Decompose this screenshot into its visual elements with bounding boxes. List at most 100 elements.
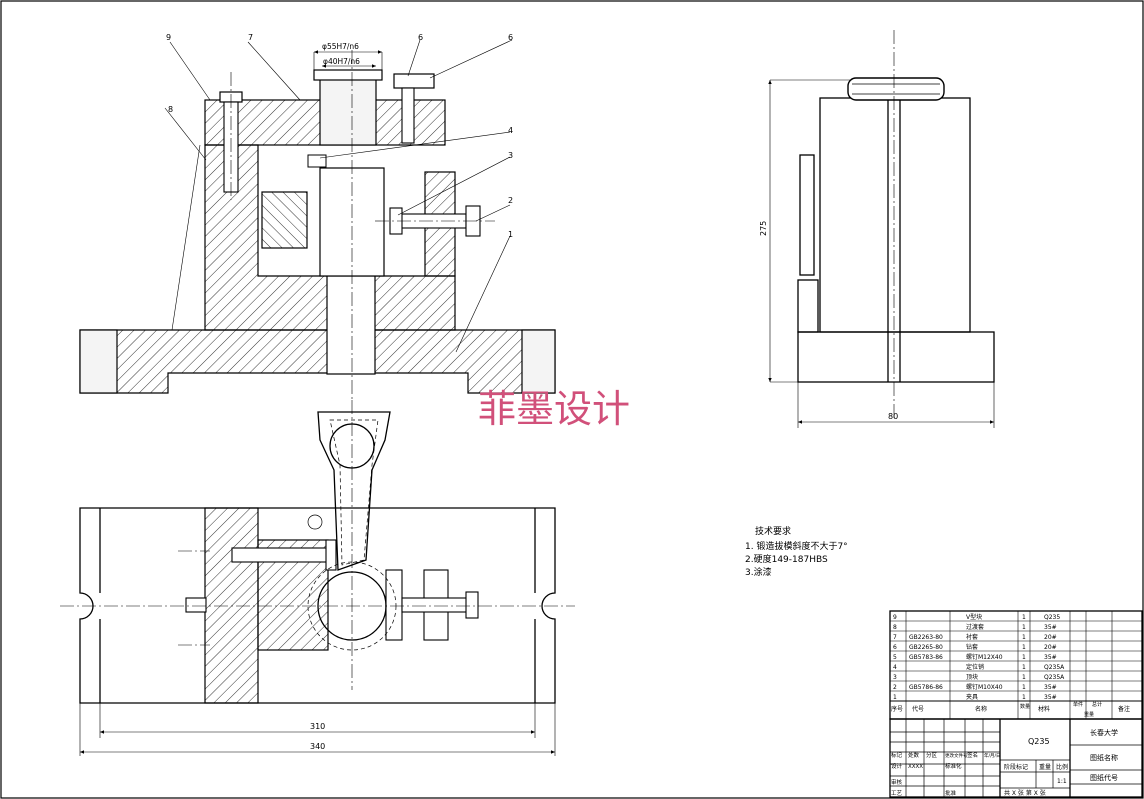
bom-cell-material: Q235: [1044, 614, 1060, 621]
bom-h-no: 序号: [891, 705, 903, 713]
bom-cell-qty: 1: [1022, 674, 1026, 681]
bom-h-remark: 备注: [1118, 705, 1130, 713]
bom-cell-qty: 1: [1022, 634, 1026, 641]
technical-requirements: 技术要求 1. 锻造拔模斜度不大于7° 2.硬度149-187HBS 3.涂漆: [745, 525, 848, 578]
balloon-1: 1: [508, 230, 513, 239]
bom-cell-qty: 1: [1022, 694, 1026, 701]
bom-cell-no: 4: [893, 664, 897, 671]
bom-h-weight: 重量: [1084, 711, 1094, 718]
tb-row-label-2: 分区: [926, 751, 938, 759]
tb-drawing-name: 图纸名称: [1090, 753, 1118, 762]
title-block: Q235 长春大学 图纸名称 图纸代号 阶段标记 重量 比例 1:1 共 X 张…: [889, 718, 1143, 798]
tb-process: 工艺: [891, 790, 903, 797]
bom-h-code: 代号: [912, 705, 924, 713]
tb-drawing-code: 图纸代号: [1090, 773, 1118, 782]
front-section-view: [79, 50, 556, 400]
dim-310: 310: [310, 722, 325, 731]
tb-designer-label: 设计: [891, 762, 903, 770]
bom-cell-material: 35#: [1044, 654, 1057, 661]
balloon-7: 7: [248, 33, 253, 42]
bom-cell-code: GB2263-80: [909, 634, 943, 641]
side-view: 275 80: [759, 30, 995, 428]
bom-h-material: 材料: [1038, 705, 1050, 713]
bom-cell-qty: 1: [1022, 614, 1026, 621]
bom-cell-code: GB5783-86: [909, 654, 943, 661]
bom-cell-name: 螺钉M10X40: [966, 683, 1003, 691]
tb-row-label-4: 签名: [967, 751, 978, 759]
tb-standardization: 标准化: [945, 762, 962, 770]
bom-cell-code: GB2265-80: [909, 644, 943, 651]
bom-cell-qty: 1: [1022, 654, 1026, 661]
tb-designer-value: XXXX: [908, 764, 923, 770]
balloon-3: 3: [508, 151, 513, 160]
bom-cell-name: V型块: [966, 613, 982, 621]
bom-row: 8 过渡套 1 35#: [893, 623, 1057, 631]
tech-req-item-2: 2.硬度149-187HBS: [745, 553, 828, 565]
bom-cell-no: 7: [893, 634, 897, 641]
bom-cell-name: 顶块: [966, 673, 978, 681]
bom-h-qty: 数量: [1020, 703, 1030, 710]
bom-cell-code: GB5786-86: [909, 684, 943, 691]
watermark-text: 菲墨设计: [478, 387, 630, 431]
bom-cell-no: 5: [893, 654, 897, 661]
bom-cell-name: 钻套: [966, 643, 978, 651]
bom-cell-name: 过渡套: [966, 623, 984, 631]
tb-sheet-info: 共 X 张 第 X 张: [1004, 789, 1046, 797]
plan-view: 310 340: [60, 400, 575, 756]
bom-h-name: 名称: [975, 705, 987, 713]
bom-cell-no: 6: [893, 644, 897, 651]
balloon-6a: 6: [418, 33, 423, 42]
bom-h-total: 总计: [1092, 701, 1102, 708]
bom-cell-no: 9: [893, 614, 897, 621]
tb-weight: 重量: [1039, 763, 1051, 771]
bom-cell-no: 2: [893, 684, 897, 691]
balloon-4: 4: [508, 126, 513, 135]
bom-cell-no: 8: [893, 624, 897, 631]
bom-cell-name: 螺钉M12X40: [966, 653, 1003, 661]
bom-h-unit: 单件: [1073, 701, 1083, 708]
bom-header: 序号 代号 名称 数量 材料 单件 总计 重量 备注: [891, 701, 1130, 718]
part-balloons: 9 8 7 6 6 4 3 2 1: [164, 33, 513, 353]
bom-cell-name: 定位销: [966, 663, 984, 671]
tb-row-label-0: 标记: [891, 751, 903, 759]
dim-d40: φ40H7/n6: [323, 57, 360, 66]
bom-cell-qty: 1: [1022, 644, 1026, 651]
tb-approve: 批准: [945, 789, 957, 797]
bom-cell-qty: 1: [1022, 624, 1026, 631]
bom-cell-material: 20#: [1044, 634, 1057, 641]
bom-cell-material: 35#: [1044, 624, 1057, 631]
bom-cell-name: 衬套: [966, 633, 978, 641]
tb-row-label-5: 年/月/日: [984, 752, 1001, 759]
tb-school: 长春大学: [1090, 728, 1118, 737]
bom-row: 1 夹具 1 35#: [893, 693, 1057, 701]
balloon-9: 8: [168, 105, 173, 114]
balloon-8: 9: [166, 33, 171, 42]
dim-d55: φ55H7/n6: [322, 42, 359, 51]
tb-review: 审核: [891, 778, 903, 786]
tb-material: Q235: [1028, 737, 1050, 746]
tech-req-title: 技术要求: [755, 525, 791, 537]
bom-cell-no: 1: [893, 694, 897, 701]
tech-req-item-1: 1. 锻造拔模斜度不大于7°: [745, 540, 848, 552]
balloon-6b: 6: [508, 33, 513, 42]
bom-row: 7 GB2263-80 衬套 1 20#: [893, 633, 1057, 641]
dim-340: 340: [310, 742, 325, 751]
bom-cell-material: 35#: [1044, 694, 1057, 701]
tb-scale-label: 比例: [1056, 763, 1068, 771]
bom-row: 9 V型块 1 Q235: [893, 613, 1060, 621]
bom-row: 5 GB5783-86 螺钉M12X40 1 35#: [893, 653, 1057, 661]
dim-80: 80: [888, 412, 898, 421]
bom-cell-material: 20#: [1044, 644, 1057, 651]
bom-table: 9 V型块 1 Q235 8 过渡套 1 35# 7 GB2263-80 衬套 1 20# 6 GB2265…: [889, 610, 1143, 720]
tech-req-item-3: 3.涂漆: [745, 566, 772, 578]
bom-cell-material: 35#: [1044, 684, 1057, 691]
bom-cell-name: 夹具: [966, 693, 978, 701]
fit-dimensions: φ55H7/n6 φ40H7/n6: [313, 42, 383, 70]
dim-275: 275: [759, 221, 768, 236]
tb-stage-mark: 阶段标记: [1004, 763, 1028, 771]
